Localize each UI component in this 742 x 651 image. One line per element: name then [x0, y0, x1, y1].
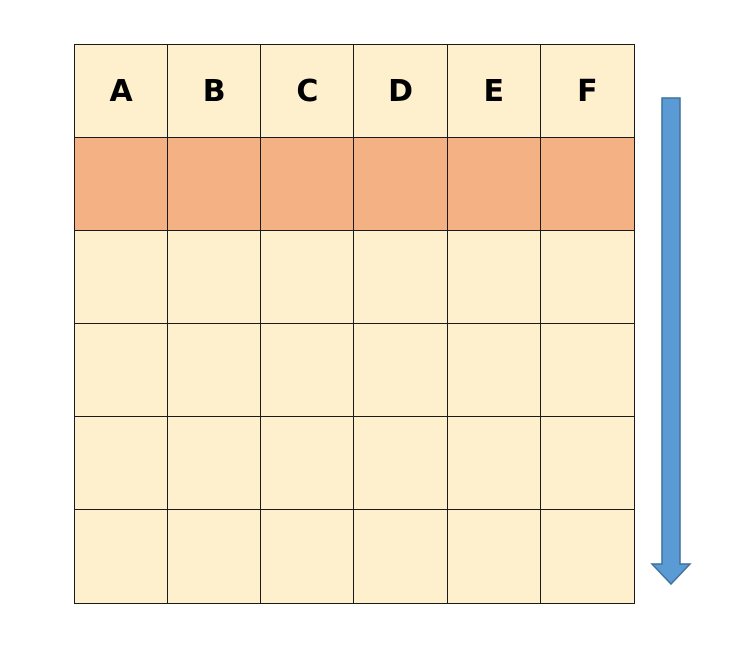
grid-cell [447, 510, 541, 603]
highlighted-cell [168, 138, 262, 231]
column-header-c: C [261, 45, 355, 138]
grid-cell [261, 417, 355, 510]
grid-cell [540, 510, 634, 603]
grid-cell [168, 231, 262, 324]
column-header-a: A [75, 45, 169, 138]
grid-cell [261, 231, 355, 324]
highlighted-cell [75, 138, 169, 231]
grid-cell [540, 324, 634, 417]
grid-cell [447, 231, 541, 324]
column-header-d: D [354, 45, 448, 138]
grid-cell [75, 231, 169, 324]
grid-cell [540, 231, 634, 324]
grid-cell [354, 417, 448, 510]
grid-cell [261, 510, 355, 603]
grid-cell [168, 510, 262, 603]
grid-cell [354, 324, 448, 417]
highlighted-cell [354, 138, 448, 231]
column-header-b: B [168, 45, 262, 138]
highlighted-cell [261, 138, 355, 231]
grid-cell [354, 231, 448, 324]
down-arrow-icon [650, 97, 692, 586]
grid-cell [540, 417, 634, 510]
grid-cell [447, 417, 541, 510]
column-header-f: F [540, 45, 634, 138]
grid-cell [168, 324, 262, 417]
grid-cell [447, 324, 541, 417]
grid-cell [75, 417, 169, 510]
highlighted-cell [540, 138, 634, 231]
grid-cell [261, 324, 355, 417]
grid-cell [75, 324, 169, 417]
highlighted-cell [447, 138, 541, 231]
grid-cell [75, 510, 169, 603]
grid-cell [354, 510, 448, 603]
column-header-e: E [447, 45, 541, 138]
grid-cell [168, 417, 262, 510]
